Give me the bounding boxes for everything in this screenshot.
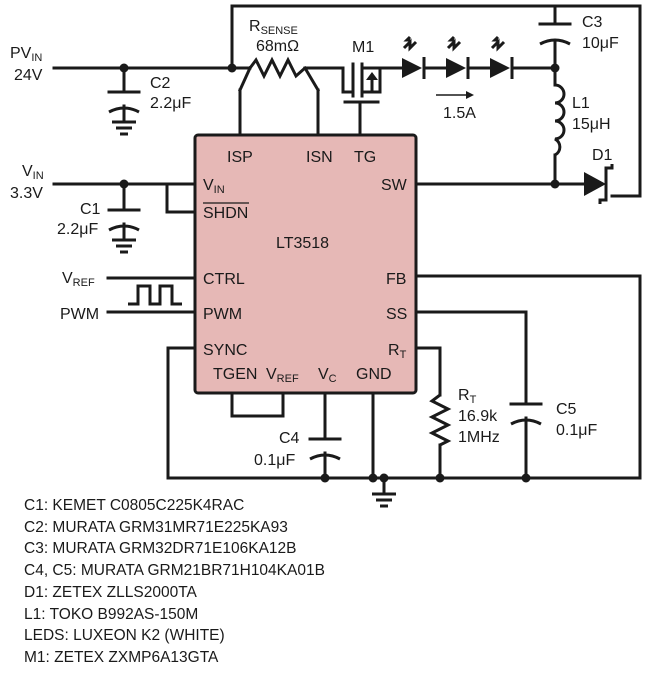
c2-ground-icon [112, 120, 136, 136]
pin-vin: VIN [203, 177, 225, 196]
pin-tg: TG [354, 149, 376, 166]
pin-pwm: PWM [203, 306, 242, 323]
pwm-input-label: PWM [60, 306, 99, 323]
led-2 [446, 35, 470, 79]
c1-name: C1 [80, 201, 101, 218]
l1-value: 15μH [572, 116, 611, 133]
c5-capacitor [509, 402, 543, 426]
pin-isp: ISP [227, 149, 253, 166]
wires [52, 4, 642, 496]
pin-ss: SS [386, 306, 407, 323]
c2-value: 2.2μF [150, 95, 191, 112]
c5-value: 0.1μF [556, 422, 597, 439]
pin-rt: RT [388, 342, 407, 361]
lt3518-chip [193, 133, 418, 395]
c1-value: 2.2μF [57, 221, 98, 238]
d1-name: D1 [592, 147, 613, 164]
l1-name: L1 [572, 95, 590, 112]
c2-name: C2 [150, 75, 171, 92]
c5-name: C5 [556, 401, 577, 418]
pin-sync: SYNC [203, 342, 247, 359]
chip-name: LT3518 [276, 235, 329, 252]
rt-frequency: 1MHz [458, 429, 500, 446]
c2-capacitor [107, 90, 141, 114]
bom-item: C4, C5: MURATA GRM21BR71H104KA01B [24, 562, 325, 580]
vin-label: VIN [22, 163, 44, 182]
led-3 [490, 35, 514, 79]
vref-input-label: VREF [62, 270, 95, 289]
l1-inductor [554, 83, 566, 157]
pin-ctrl: CTRL [203, 271, 245, 288]
junction-dots [119, 63, 560, 483]
led-1 [402, 35, 426, 79]
main-ground-icon [372, 492, 396, 508]
rsense-value: 68mΩ [256, 38, 299, 55]
bom-item: LEDS: LUXEON K2 (WHITE) [24, 627, 225, 645]
c4-name: C4 [279, 430, 300, 447]
pvin-label: PVIN [10, 45, 42, 64]
chip-pin-labels: ISP ISN TG VIN SHDN SW LT3518 CTRL FB PW… [203, 149, 408, 385]
d1-schottky-diode [584, 164, 614, 204]
bom-item: M1: ZETEX ZXMP6A13GTA [24, 648, 219, 666]
c4-capacitor [308, 437, 342, 461]
pin-gnd: GND [356, 366, 392, 383]
m1-pmos-transistor [333, 62, 394, 120]
bom-item: C2: MURATA GRM31MR71E225KA93 [24, 518, 288, 536]
bom-item: L1: TOKO B992AS-150M [24, 605, 199, 623]
c3-name: C3 [582, 14, 603, 31]
rt-resistor [428, 393, 452, 447]
rt-value: 16.9k [458, 408, 498, 425]
pin-sw: SW [381, 177, 408, 194]
pin-isn: ISN [306, 149, 333, 166]
rsense-label: RSENSE [249, 18, 298, 37]
current-arrow-icon [436, 91, 474, 99]
bill-of-materials: C1: KEMET C0805C225K4RAC C2: MURATA GRM3… [24, 495, 325, 669]
current-label: 1.5A [443, 105, 476, 122]
rt-label: RT [458, 387, 477, 406]
c4-value: 0.1μF [254, 452, 295, 469]
m1-label: M1 [352, 39, 374, 56]
bom-item: C1: KEMET C0805C225K4RAC [24, 497, 245, 514]
bom-item: C3: MURATA GRM32DR71E106KA12B [24, 540, 297, 558]
bom-item: D1: ZETEX ZLLS2000TA [24, 583, 197, 601]
vin-value: 3.3V [10, 185, 43, 202]
pvin-value: 24V [14, 67, 43, 84]
c1-ground-icon [112, 238, 136, 254]
pin-vref: VREF [266, 366, 299, 385]
rsense-resistor [248, 56, 306, 80]
c3-value: 10μF [582, 35, 619, 52]
c1-capacitor [107, 208, 141, 232]
pin-fb: FB [386, 271, 406, 288]
pin-vc: VC [318, 366, 337, 385]
pin-tgen: TGEN [213, 366, 257, 383]
pin-shdn: SHDN [203, 205, 248, 222]
c3-capacitor [538, 22, 572, 46]
